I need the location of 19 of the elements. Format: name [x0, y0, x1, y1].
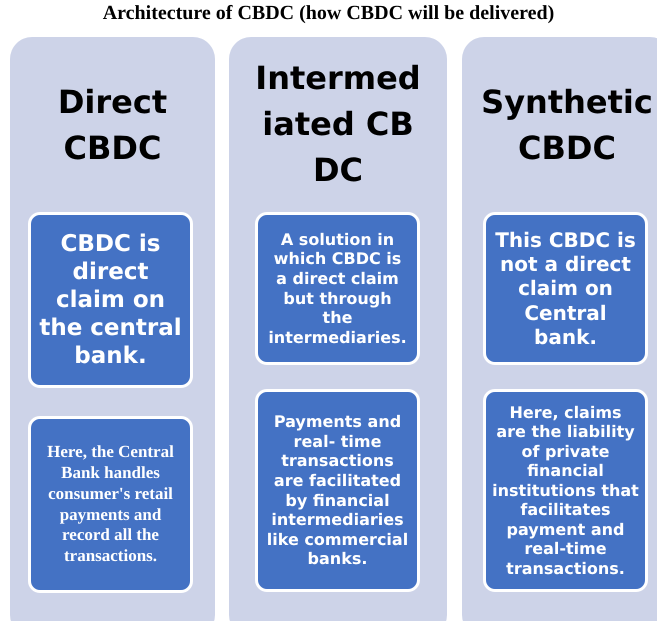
- box-text: Payments and real- time transactions are facilitated by financial intermediaries like commercial banks.: [266, 412, 410, 569]
- text-box: [28, 416, 193, 593]
- box-text: A solution in which CBDC is a direct claim but through the intermediaries.: [267, 230, 408, 348]
- title: Architecture of CBDC (how CBDC will be delivered): [102, 2, 556, 25]
- text-box: [28, 212, 193, 388]
- column-panel: [229, 37, 447, 621]
- text-box: [255, 212, 420, 365]
- column-panel: [462, 37, 657, 621]
- box-text: This CBDC is not a direct claim on Central bank.: [494, 228, 637, 350]
- box-text: CBDC is direct claim on the central bank.: [39, 230, 182, 370]
- column-heading: Synthetic CBDC: [480, 82, 654, 169]
- box-text: Here, the Central Bank handles consumer's retail payments and record all the transactions.: [46, 442, 175, 567]
- column-heading: Direct CBDC: [56, 82, 168, 169]
- text-box: [483, 212, 648, 365]
- text-box: [255, 389, 420, 592]
- column-panel: [10, 37, 215, 621]
- text-box: [483, 389, 648, 592]
- column-heading: Intermediated CBDC: [254, 58, 422, 191]
- box-text: Here, claims are the liability of private financial institutions that facilitates payment and real-time transactions.: [492, 402, 639, 578]
